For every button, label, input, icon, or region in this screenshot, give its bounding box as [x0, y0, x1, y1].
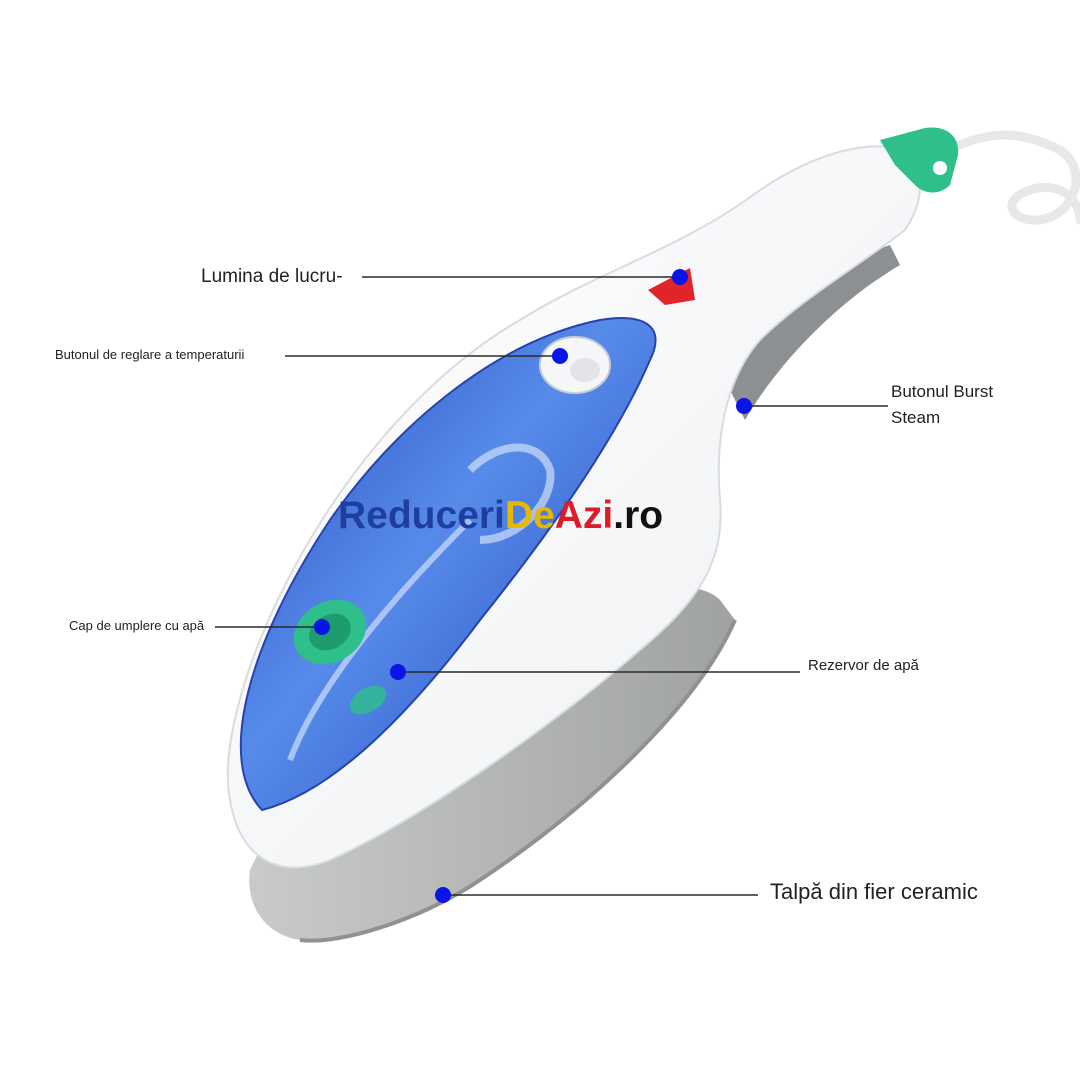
watermark-part-ro: .ro — [613, 494, 664, 537]
label-fill-cap: Cap de umplere cu apă — [69, 618, 205, 633]
label-temperature-button: Butonul de reglare a temperaturii — [55, 347, 245, 362]
power-cord — [943, 130, 1080, 225]
watermark-part-azi: Azi — [554, 494, 614, 537]
water-tank — [239, 317, 657, 812]
marker-water-tank — [390, 664, 406, 680]
marker-fill-cap — [314, 619, 330, 635]
watermark-part-de: De — [504, 494, 555, 537]
cord-connector — [880, 127, 959, 193]
marker-temperature — [552, 348, 568, 364]
label-burst-steam-line1: Butonul Burst — [891, 382, 994, 401]
label-ceramic-plate: Talpă din fier ceramic — [770, 879, 978, 904]
watermark-part-reduceri: Reduceri — [338, 494, 505, 537]
marker-work-light — [672, 269, 688, 285]
label-work-light: Lumina de lucru- — [201, 266, 343, 287]
handle-grip — [715, 245, 900, 420]
label-water-tank: Rezervor de apă — [808, 657, 919, 674]
watermark-logo: ReduceriDeAzi.ro — [338, 494, 663, 538]
marker-ceramic-plate — [435, 887, 451, 903]
label-burst-steam-line2: Steam — [891, 408, 941, 427]
marker-burst-steam — [736, 398, 752, 414]
